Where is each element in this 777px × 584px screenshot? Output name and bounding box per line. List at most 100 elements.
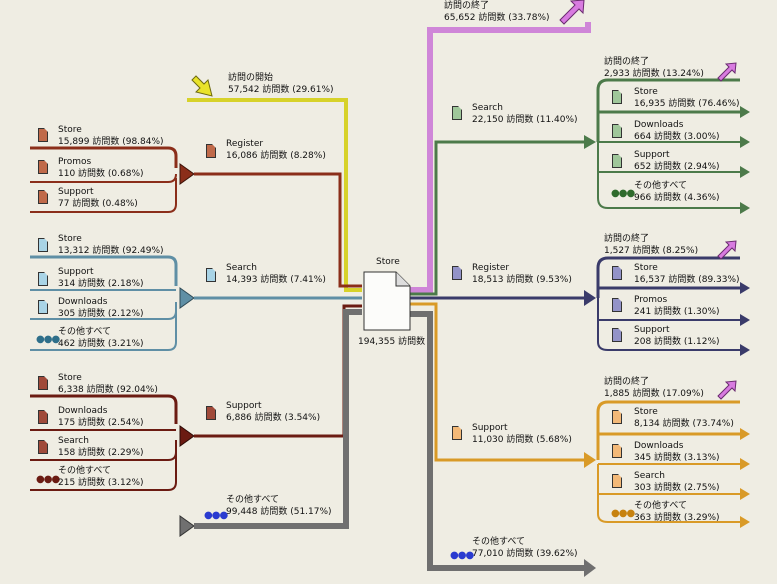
title: その他すべて [634, 181, 688, 191]
count: 314 訪問数 (2.18%) [58, 279, 144, 289]
right-search-summary[interactable]: Search 22,150 訪問数 (11.40%) [472, 102, 578, 126]
title: Store [58, 125, 82, 135]
title: Register [472, 263, 510, 273]
count: 99,448 訪問数 (51.17%) [226, 507, 332, 517]
count: 175 訪問数 (2.54%) [58, 418, 144, 428]
title: Promos [634, 295, 668, 305]
page-icon [612, 154, 622, 168]
more-dots-icon: ●●● [204, 510, 228, 521]
start-arrow-icon [191, 75, 213, 97]
title: その他すべて [58, 327, 112, 337]
page-icon [612, 474, 622, 488]
title: Support [634, 325, 670, 335]
count: 652 訪問数 (2.94%) [634, 162, 720, 172]
title: Store [58, 373, 82, 383]
flow-exit-support[interactable] [410, 302, 750, 528]
more-dots-icon: ●●● [450, 550, 474, 561]
count: 110 訪問数 (0.68%) [58, 169, 144, 179]
count: 65,652 訪問数 (33.78%) [444, 13, 550, 23]
title: Promos [58, 157, 92, 167]
left-support-item-0[interactable]: Store 6,338 訪問数 (92.04%) [58, 372, 158, 396]
page-icon [612, 444, 622, 458]
title: Downloads [634, 120, 684, 130]
flow-entry-register[interactable] [30, 146, 362, 288]
flow-exit-other[interactable] [410, 311, 596, 577]
more-dots-icon: ●●● [36, 474, 60, 485]
count: 8,134 訪問数 (73.74%) [634, 419, 734, 429]
flow-exit-end[interactable] [410, 22, 591, 293]
page-icon [38, 272, 48, 286]
more-dots-icon: ●●● [611, 508, 635, 519]
title: その他すべて [226, 495, 280, 505]
count: 16,935 訪問数 (76.46%) [634, 99, 740, 109]
left-search-summary[interactable]: Search 14,393 訪問数 (7.41%) [226, 262, 326, 286]
page-icon [38, 300, 48, 314]
title: 訪問の開始 [228, 73, 274, 83]
right-other[interactable]: その他すべて 77,010 訪問数 (39.62%) [472, 536, 578, 560]
right-exit[interactable]: 訪問の終了 65,652 訪問数 (33.78%) [444, 0, 550, 24]
left-search-item-1[interactable]: Support 314 訪問数 (2.18%) [58, 266, 144, 290]
center-count: 194,355 訪問数 [358, 336, 425, 348]
title: その他すべて [58, 466, 112, 476]
flow-entry-other[interactable] [179, 309, 362, 537]
title: 訪問の終了 [444, 1, 490, 11]
title: Support [472, 423, 508, 433]
title: Store [634, 263, 658, 273]
title: Support [58, 187, 94, 197]
title: Support [58, 267, 94, 277]
page-icon [612, 298, 622, 312]
title: 訪問の終了 [604, 234, 650, 244]
title: Downloads [58, 406, 108, 416]
title: Search [226, 263, 257, 273]
flow-entry-search[interactable] [30, 255, 362, 351]
left-register-item-1[interactable]: Promos 110 訪問数 (0.68%) [58, 156, 144, 180]
page-icon [38, 190, 48, 204]
flow-start[interactable] [187, 98, 362, 292]
page-icon [452, 106, 462, 120]
flow-exit-register[interactable] [410, 256, 750, 356]
flow-exit-search[interactable] [410, 78, 750, 296]
left-other[interactable]: その他すべて 99,448 訪問数 (51.17%) [226, 494, 332, 518]
count: 1,885 訪問数 (17.09%) [604, 389, 704, 399]
count: 77,010 訪問数 (39.62%) [472, 549, 578, 559]
count: 16,537 訪問数 (89.33%) [634, 275, 740, 285]
title: Search [472, 103, 503, 113]
count: 14,393 訪問数 (7.41%) [226, 275, 326, 285]
center-page-icon[interactable] [363, 271, 411, 331]
page-icon [38, 440, 48, 454]
left-support-item-1[interactable]: Downloads 175 訪問数 (2.54%) [58, 405, 144, 429]
title: その他すべて [472, 537, 526, 547]
count: 22,150 訪問数 (11.40%) [472, 115, 578, 125]
count: 6,338 訪問数 (92.04%) [58, 385, 158, 395]
more-dots-icon: ●●● [611, 188, 635, 199]
more-dots-icon: ●●● [36, 334, 60, 345]
title: Search [58, 436, 89, 446]
right-register-item-0[interactable]: Store 16,537 訪問数 (89.33%) [634, 262, 740, 286]
title: その他すべて [634, 501, 688, 511]
